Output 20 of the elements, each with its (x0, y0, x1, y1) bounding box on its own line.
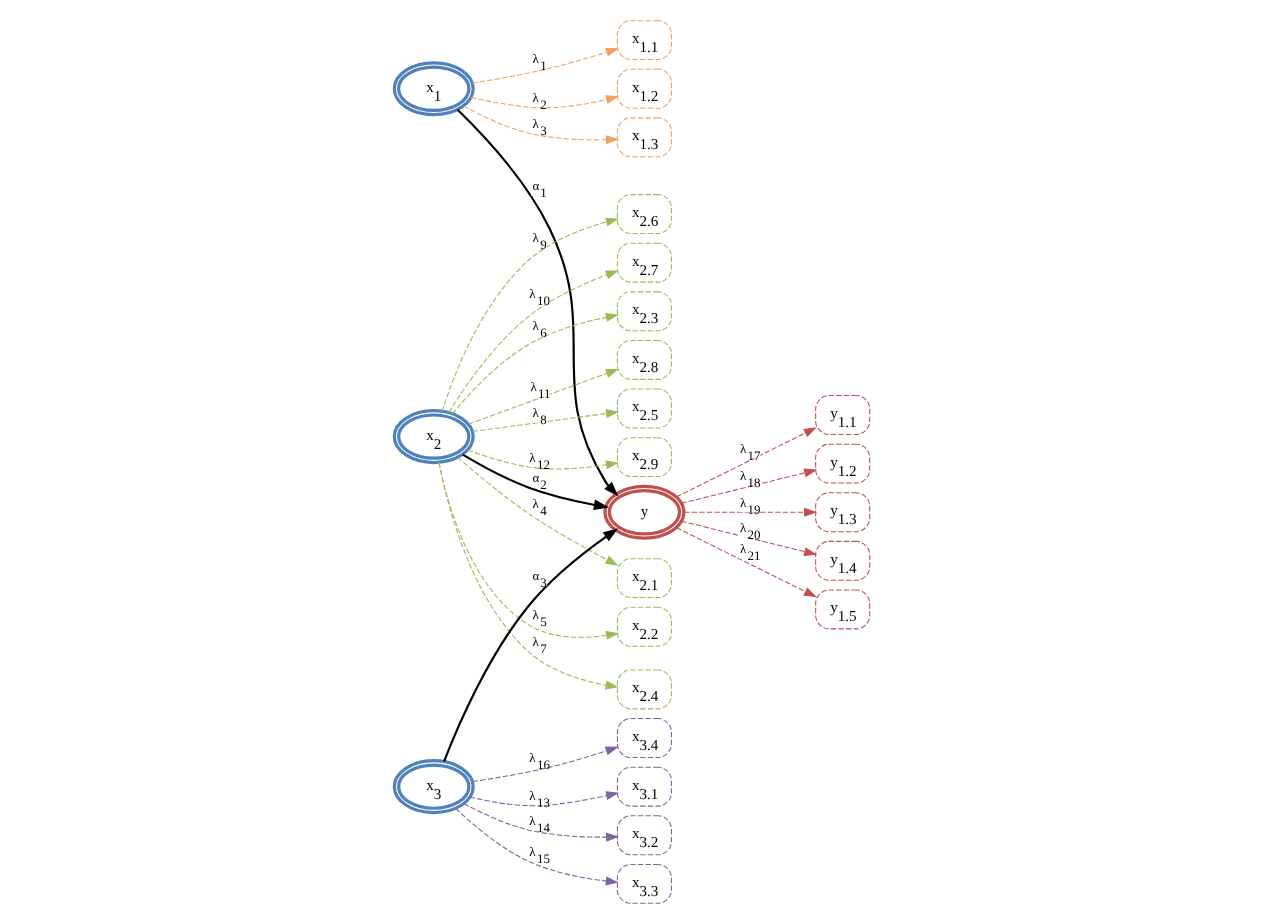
arrow (462, 105, 618, 145)
arrow (447, 270, 618, 413)
arrow (437, 461, 618, 690)
arrow (454, 807, 618, 886)
arrow (470, 47, 618, 84)
arrow (461, 453, 608, 510)
arrow (456, 456, 618, 566)
arrow (675, 527, 816, 598)
arrow (442, 528, 618, 762)
arrow (469, 95, 618, 109)
arrow (440, 217, 618, 412)
arrow (675, 427, 816, 498)
arrow (471, 746, 618, 783)
arrow (468, 791, 618, 807)
arrow (450, 312, 618, 415)
arrow (455, 109, 618, 497)
arrow (462, 803, 618, 842)
arrow (682, 507, 817, 517)
arrow (437, 462, 618, 640)
arrow (471, 409, 618, 433)
